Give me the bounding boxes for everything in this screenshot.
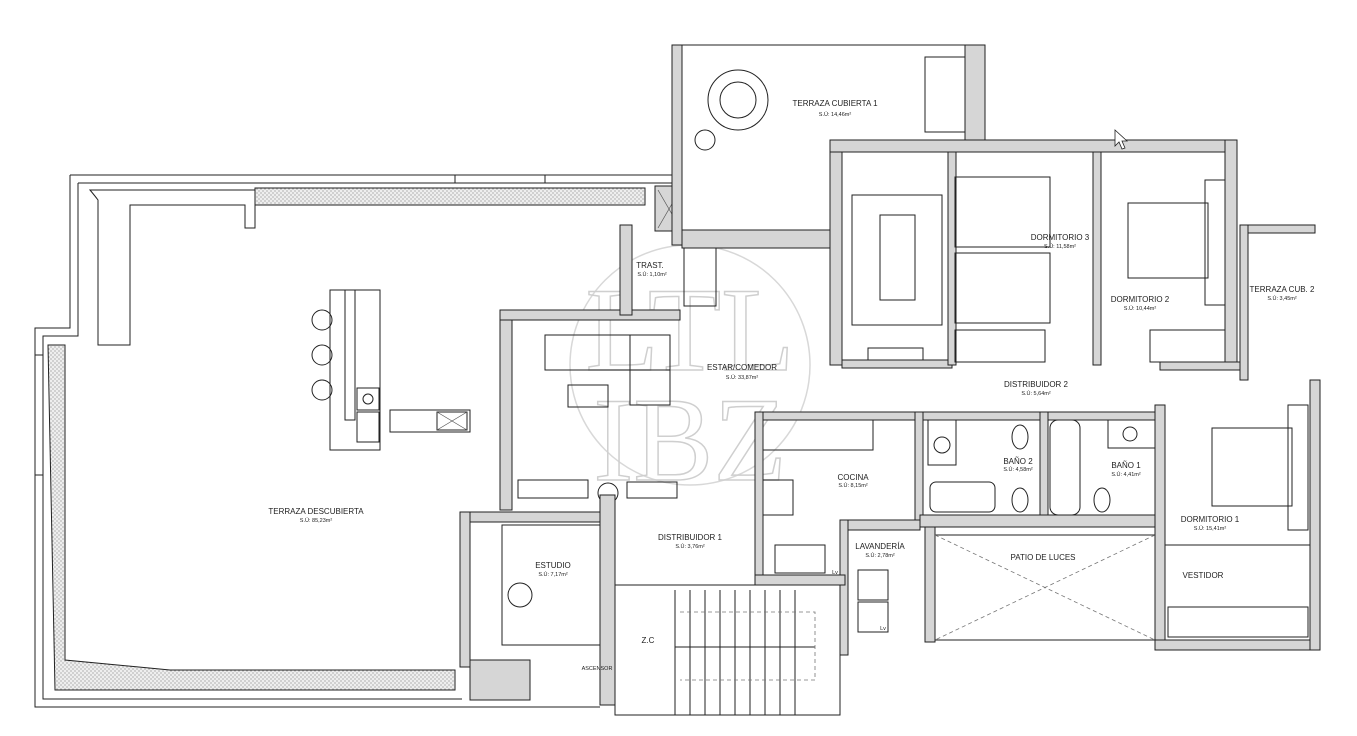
- room-name: TRAST.: [636, 261, 664, 270]
- outdoor-bar: [311, 289, 471, 451]
- room-area: S.Ú: 3,76m²: [675, 543, 705, 550]
- room-name: TERRAZA DESCUBIERTA: [268, 507, 364, 516]
- room-name: DORMITORIO 3: [1031, 233, 1090, 242]
- room-name: TERRAZA CUBIERTA 1: [792, 99, 878, 108]
- room-area: S.Ú: 14,46m²: [819, 111, 852, 118]
- room-area: S.Ú: 4,41m²: [1111, 471, 1141, 478]
- mouse-cursor-icon: [1114, 129, 1129, 150]
- room-area: S.Ú: 10,44m²: [1124, 305, 1157, 312]
- watermark-logo: LTL IBZ: [569, 244, 811, 507]
- patio-de-luces: [924, 526, 1156, 643]
- appliance-label: Lv: [832, 570, 838, 576]
- service-walls: [754, 411, 1166, 656]
- terraza-descubierta-outline: [34, 174, 683, 708]
- room-area: S.Ú: 3,45m²: [1267, 295, 1297, 302]
- stairs: [674, 590, 816, 715]
- room-area: S.Ú: 8,15m²: [838, 482, 868, 489]
- room-name: DORMITORIO 1: [1181, 515, 1240, 524]
- room-area: S.Ú: 15,41m²: [1194, 525, 1227, 532]
- dormitorio-1-walls: [1154, 379, 1321, 651]
- room-name: DISTRIBUIDOR 1: [658, 533, 723, 542]
- room-name: ESTUDIO: [535, 561, 571, 570]
- room-name: DORMITORIO 2: [1111, 295, 1170, 304]
- room-name: DISTRIBUIDOR 2: [1004, 380, 1069, 389]
- room-name: BAÑO 2: [1003, 457, 1033, 466]
- room-labels: TERRAZA CUBIERTA 1 S.Ú: 14,46m² TRAST. S…: [268, 99, 1315, 672]
- room-area: S.Ú: 11,58m²: [1044, 243, 1076, 250]
- room-area: S.Ú: 2,78m²: [865, 552, 895, 559]
- appliance-label: Lv: [880, 626, 886, 632]
- room-name: ASCENSOR: [582, 666, 613, 672]
- room-name: LAVANDERÍA: [855, 542, 905, 551]
- living-walls: [499, 139, 1231, 511]
- room-name: ESTAR/COMEDOR: [707, 363, 777, 372]
- room-area: S.Ú: 33,87m²: [726, 374, 759, 381]
- room-name: BAÑO 1: [1111, 461, 1141, 470]
- room-name: VESTIDOR: [1183, 571, 1224, 580]
- bedroom-walls: [947, 139, 1316, 381]
- terraza-cubierta-1-walls: [671, 44, 986, 307]
- room-name: Z.C: [642, 636, 655, 645]
- room-name: COCINA: [837, 473, 869, 482]
- room-name: TERRAZA CUB. 2: [1250, 285, 1315, 294]
- room-area: S.Ú: 85,23m²: [300, 517, 333, 524]
- room-area: S.Ú: 7,17m²: [538, 571, 568, 578]
- room-name: PATIO DE LUCES: [1010, 553, 1075, 562]
- room-area: S.Ú: 4,58m²: [1003, 466, 1033, 473]
- estudio-stairs-walls: [35, 494, 841, 716]
- room-area: S.Ú: 5,64m²: [1021, 390, 1051, 397]
- room-area: S.Ú: 1,10m²: [637, 271, 667, 278]
